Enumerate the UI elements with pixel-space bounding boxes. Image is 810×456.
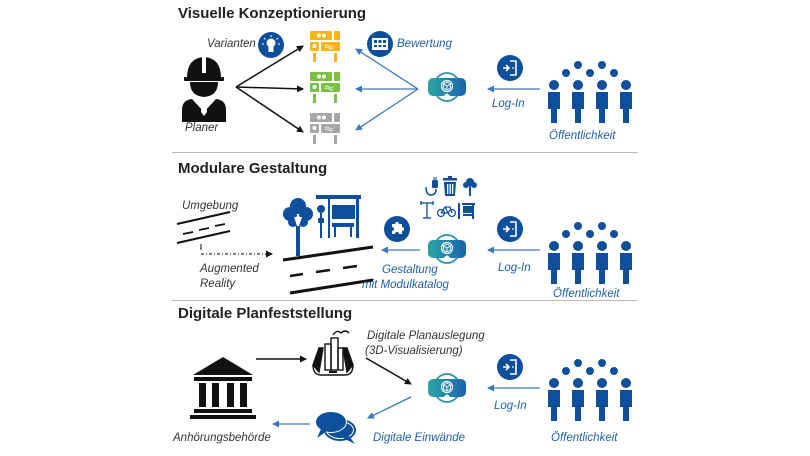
label-public: Öffentlichkeit [553, 288, 620, 300]
vr-headset-icon [427, 234, 467, 264]
label-design: Gestaltung [382, 264, 438, 276]
variant-module-icon-yellow [309, 30, 341, 63]
trash-bin-icon [443, 176, 457, 196]
lightbulb-icon [258, 32, 284, 58]
label-authority: Anhörungsbehörde [173, 432, 271, 444]
section-title-modular-design: Modulare Gestaltung [178, 160, 328, 177]
label-reality: Reality [200, 278, 236, 290]
label-objections: Digitale Einwände [373, 432, 466, 444]
vr-headset-icon [427, 72, 467, 102]
charger-icon [425, 177, 438, 196]
crowd-icon [548, 61, 632, 123]
rating-board-icon [367, 31, 393, 57]
speech-bubbles-icon [315, 411, 356, 444]
bicycle-icon [436, 206, 457, 218]
login-door-icon [496, 54, 524, 82]
puzzle-icon [384, 216, 410, 242]
label-environment: Umgebung [182, 200, 239, 212]
plan-to-vr-arrow [365, 357, 412, 385]
label-planner: Planer [185, 122, 219, 134]
bus-stop-icon [316, 195, 361, 238]
section-divider [172, 300, 638, 301]
label-public: Öffentlichkeit [549, 130, 616, 142]
section-divider [172, 152, 638, 153]
label-login: Log-In [492, 98, 525, 110]
label-augmented: Augmented [200, 263, 259, 275]
login-door-icon [496, 215, 524, 243]
planner-to-variants-arrows [235, 45, 304, 133]
section-title-visual-concept: Visuelle Konzeptionierung [178, 5, 367, 22]
label-evaluation: Bewertung [397, 38, 452, 50]
label-module-catalog: mit Modulkatalog [362, 279, 449, 291]
vr-to-variants-arrows [355, 48, 419, 131]
road-icon-small [176, 211, 231, 244]
label-public: Öffentlichkeit [551, 432, 618, 444]
small-tree-icon [463, 178, 477, 196]
tree-icon [283, 198, 313, 256]
variant-module-icon-gray [309, 112, 341, 145]
government-building-icon [190, 357, 256, 419]
road-icon-large [282, 245, 374, 295]
street-lamp-icon [420, 201, 434, 219]
vr-headset-icon [427, 373, 467, 403]
crowd-icon [548, 222, 632, 284]
shelter-icon [458, 203, 475, 219]
variant-module-icon-green [309, 71, 341, 104]
label-variants: Varianten [207, 38, 256, 50]
login-door-icon [496, 353, 524, 381]
label-login: Log-In [494, 400, 527, 412]
module-catalog-icons [420, 176, 477, 219]
label-3d-visualization: (3D-Visualisierung) [365, 345, 463, 357]
label-digital-display: Digitale Planauslegung [367, 330, 485, 342]
augmented-reality-arrow [200, 244, 273, 258]
section-title-digital-approval: Digitale Planfeststellung [178, 305, 353, 322]
crowd-icon [548, 359, 632, 421]
vr-to-objections-arrow [367, 396, 412, 419]
label-login: Log-In [498, 262, 531, 274]
city-plan-icon [312, 330, 354, 376]
hardhat-planner-icon [182, 57, 226, 122]
